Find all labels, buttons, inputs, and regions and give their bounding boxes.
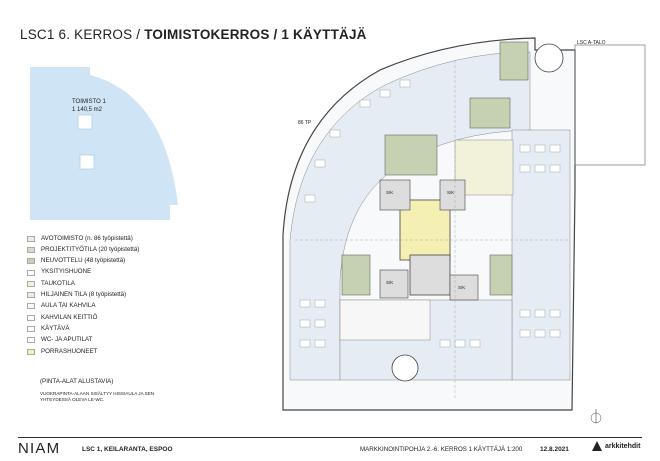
legend-item: WC- JA APUTILAT [27,335,139,346]
legend-swatch [27,246,35,253]
brand-logo: NIAM [18,440,61,457]
legend-swatch [27,280,35,287]
legend-item: YKSITYISHUONE [27,267,139,278]
key-map: TOIMISTO 1 1 140,5 m2 [20,55,185,225]
key-map-area: 1 140,5 m2 [72,107,103,113]
legend-swatch [27,258,35,265]
wc-block [379,179,411,211]
legend-item: AULA TAI KAHVILA [27,301,139,312]
legend-label: NEUVOTTELU (48 työpistettä) [41,257,126,265]
shaft-label: S/K [386,280,394,285]
open-office-zone [289,51,531,381]
architect-logo: arkkitehdit [592,441,640,451]
meeting-room [384,134,438,176]
key-map-shape [30,67,178,220]
spiral-stair-south [391,354,419,382]
legend-label: KAHVILAN KEITTIÖ [41,313,98,321]
north-arrow [590,409,602,424]
page-title: LSC1 6. KERROS / TOIMISTOKERROS / 1 KÄYT… [20,27,367,42]
legend-label: KÄYTÄVÄ [41,324,70,332]
wc-block [379,269,409,299]
wc-block [449,274,479,301]
structural-grid [295,60,570,400]
legend-swatch [27,292,35,299]
site-address: LSC 1, KEILARANTA, ESPOO [82,446,173,453]
shaft-label: S/K [447,190,455,195]
legend-label: PORRASHUONEET [41,347,98,355]
legend-item: TAUKOTILA [27,278,139,289]
legend: AVOTOIMISTO (n. 86 työpistettä) PROJEKTIT… [27,233,139,357]
footer-divider [18,437,642,438]
legend-swatch [27,314,35,321]
key-map-name: TOIMISTO 1 [72,99,106,105]
title-usage: TOIMISTOKERROS / 1 KÄYTTÄJÄ [144,27,367,42]
legend-swatch [27,348,35,355]
meeting-room [499,41,529,81]
desk-pattern [299,79,561,348]
elevator-core [409,254,451,296]
neighbour-label: LSC A-TALO [577,40,606,46]
title-floor: LSC1 6. KERROS / [20,27,145,42]
legend-label: AULA TAI KAHVILA [41,302,96,310]
lobby-area [339,299,431,341]
meeting-room [489,254,513,296]
legend-item: KAHVILAN KEITTIÖ [27,312,139,323]
meeting-room [469,97,511,129]
meeting-room [341,254,371,296]
legend-swatch [27,337,35,344]
legend-swatch [27,269,35,276]
spiral-stair-north [534,43,564,73]
legend-label: PROJEKTITYÖTILA (20 työpistettä) [41,245,140,253]
neighbour-building [574,44,646,166]
legend-item: NEUVOTTELU (48 työpistettä) [27,256,139,267]
legend-label: YKSITYISHUONE [41,268,92,276]
architect-logo-icon [592,441,602,451]
shaft-label: S/K [386,190,394,195]
legend-swatch [27,326,35,333]
workstation-count: 86 TP [298,120,312,126]
rental-area-note: VUOKRAPINTA-ALAAN SISÄLTYY HISSIAULA JA … [40,391,155,403]
wc-block [439,179,466,211]
legend-label: AVOTOIMISTO (n. 86 työpistettä) [41,234,133,242]
legend-item: AVOTOIMISTO (n. 86 työpistettä) [27,233,139,244]
drawing-date: 12.8.2021 [540,446,569,453]
legend-item: PROJEKTITYÖTILA (20 työpistettä) [27,244,139,255]
legend-swatch [27,303,35,310]
legend-item: PORRASHUONEET [27,346,139,357]
legend-label: HILJAINEN TILA (8 työpistettä) [41,291,127,299]
architect-logo-text: arkkitehdit [605,442,641,450]
legend-label: WC- JA APUTILAT [41,336,93,344]
legend-item: KÄYTÄVÄ [27,323,139,334]
legend-swatch [27,235,35,242]
legend-item: HILJAINEN TILA (8 työpistettä) [27,289,139,300]
legend-label: TAUKOTILA [41,279,75,287]
shaft-label: S/K [458,285,466,290]
drawing-info: MARKKINOINTIPOHJA 2.-6. KERROS 1 KÄYTTÄJ… [360,446,523,453]
area-note: (PINTA-ALAT ALUSTAVIA) [40,378,114,385]
